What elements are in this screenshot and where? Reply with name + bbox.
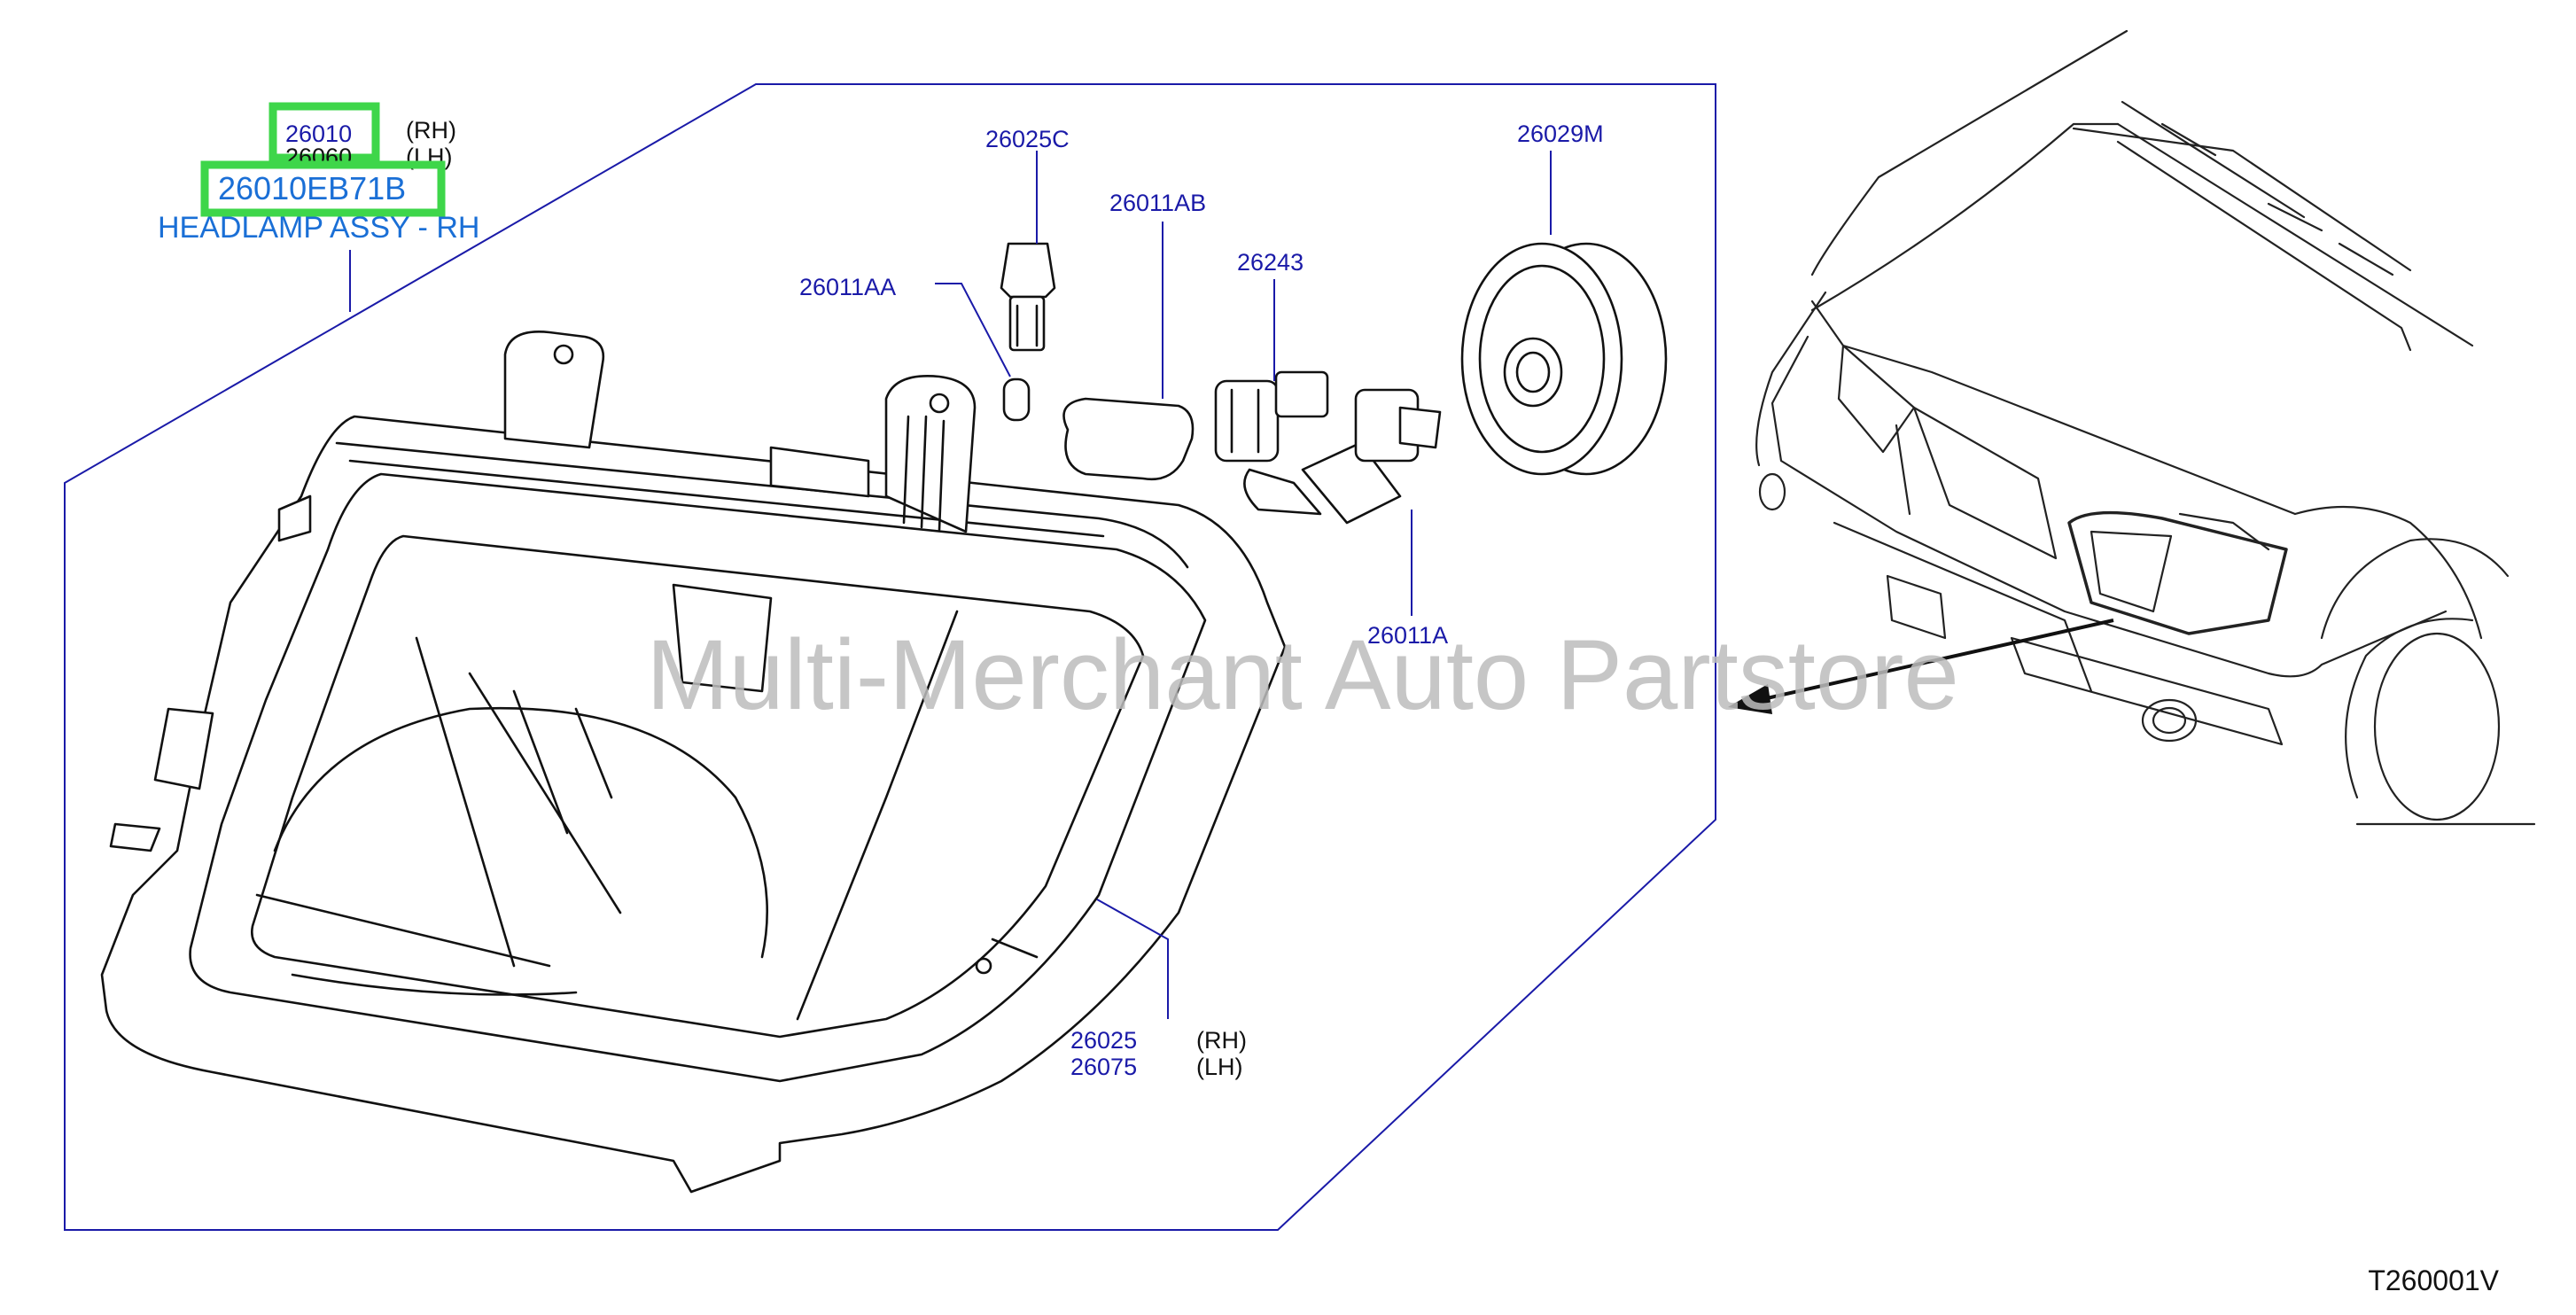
location-arrow	[1728, 619, 2114, 714]
callout-26011ab: 26011AB	[1109, 190, 1206, 216]
bulb-26011a-drawing	[1243, 388, 1442, 525]
socket-26025c-drawing	[1000, 242, 1056, 352]
callout-lens-rh: 26025	[1070, 1027, 1137, 1054]
callout-26011a: 26011A	[1367, 622, 1448, 649]
highlight-box-part-no	[268, 102, 380, 162]
socket-26243-drawing	[1214, 370, 1329, 463]
callout-26029m: 26029M	[1517, 121, 1604, 147]
highlight-box-oem-part	[200, 160, 446, 217]
leader-26025	[1096, 899, 1169, 1019]
assembly-description[interactable]: HEADLAMP ASSY - RH	[158, 211, 479, 245]
part-no-rh: 26010	[285, 121, 352, 147]
lens-side-rh: (RH)	[1196, 1027, 1247, 1054]
side-rh-label: (RH)	[406, 117, 456, 144]
diagram-code: T260001V	[2368, 1264, 2499, 1296]
bulb-26011ab-drawing	[1062, 397, 1195, 481]
callout-26011aa: 26011AA	[799, 274, 896, 300]
exploded-view-frame	[64, 83, 1716, 1231]
oem-part-number[interactable]: 26010EB71B	[218, 170, 406, 206]
callout-lens-lh: 26075	[1070, 1054, 1137, 1080]
truck-location-drawing	[1755, 29, 2536, 826]
callout-26243: 26243	[1237, 249, 1304, 276]
callout-26025c: 26025C	[985, 126, 1070, 152]
watermark: Multi-Merchant Auto Partstore	[646, 619, 1958, 730]
cap-26029m-drawing	[1460, 242, 1668, 476]
leader-26011aa	[935, 283, 1011, 377]
headlamp-assembly-drawing	[100, 331, 1287, 1194]
bulb-26011aa-drawing	[1002, 377, 1031, 422]
lens-side-lh: (LH)	[1196, 1054, 1243, 1080]
